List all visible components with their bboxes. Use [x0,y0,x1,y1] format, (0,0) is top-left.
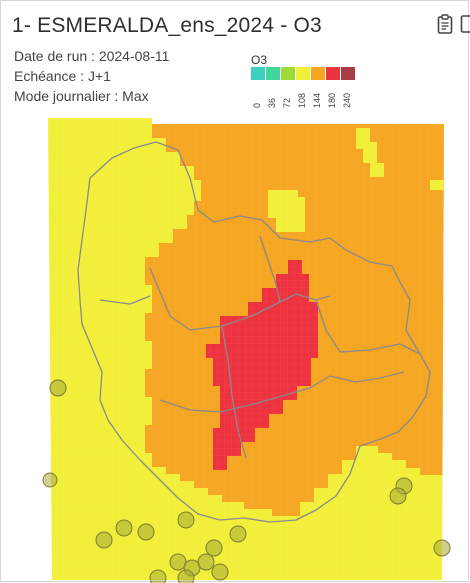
station-marker[interactable] [433,539,451,557]
station-marker[interactable] [205,539,223,557]
legend-swatch-4 [296,67,310,80]
export-icon[interactable] [458,14,470,34]
mode-label: Mode journalier : Max [14,88,149,104]
legend-title: O3 [251,53,268,67]
station-marker[interactable] [177,511,195,529]
echeance-label: Echéance : J+1 [14,68,111,84]
station-marker[interactable] [95,531,113,549]
station-marker[interactable] [115,519,133,537]
station-marker[interactable] [389,487,407,505]
station-marker[interactable] [177,569,195,583]
station-marker[interactable] [149,569,167,583]
panel-title: 1- ESMERALDA_ens_2024 - O3 [12,14,322,37]
station-marker[interactable] [49,379,67,397]
legend-swatch-3 [281,67,295,80]
yellow-patch-top [152,118,250,124]
legend-swatch-7 [341,67,355,80]
station-marker[interactable] [211,563,229,581]
station-marker[interactable] [229,525,247,543]
color-legend [251,67,356,80]
region-borders [77,141,431,523]
legend-swatch-1 [251,67,265,80]
station-marker[interactable] [42,472,58,488]
legend-swatch-6 [326,67,340,80]
station-markers [42,379,451,583]
run-date-label: Date de run : 2024-08-11 [14,48,170,64]
station-marker[interactable] [197,553,215,571]
legend-swatch-2 [266,67,280,80]
station-marker[interactable] [137,523,155,541]
clipboard-icon[interactable] [437,14,453,34]
legend-swatch-5 [311,67,325,80]
